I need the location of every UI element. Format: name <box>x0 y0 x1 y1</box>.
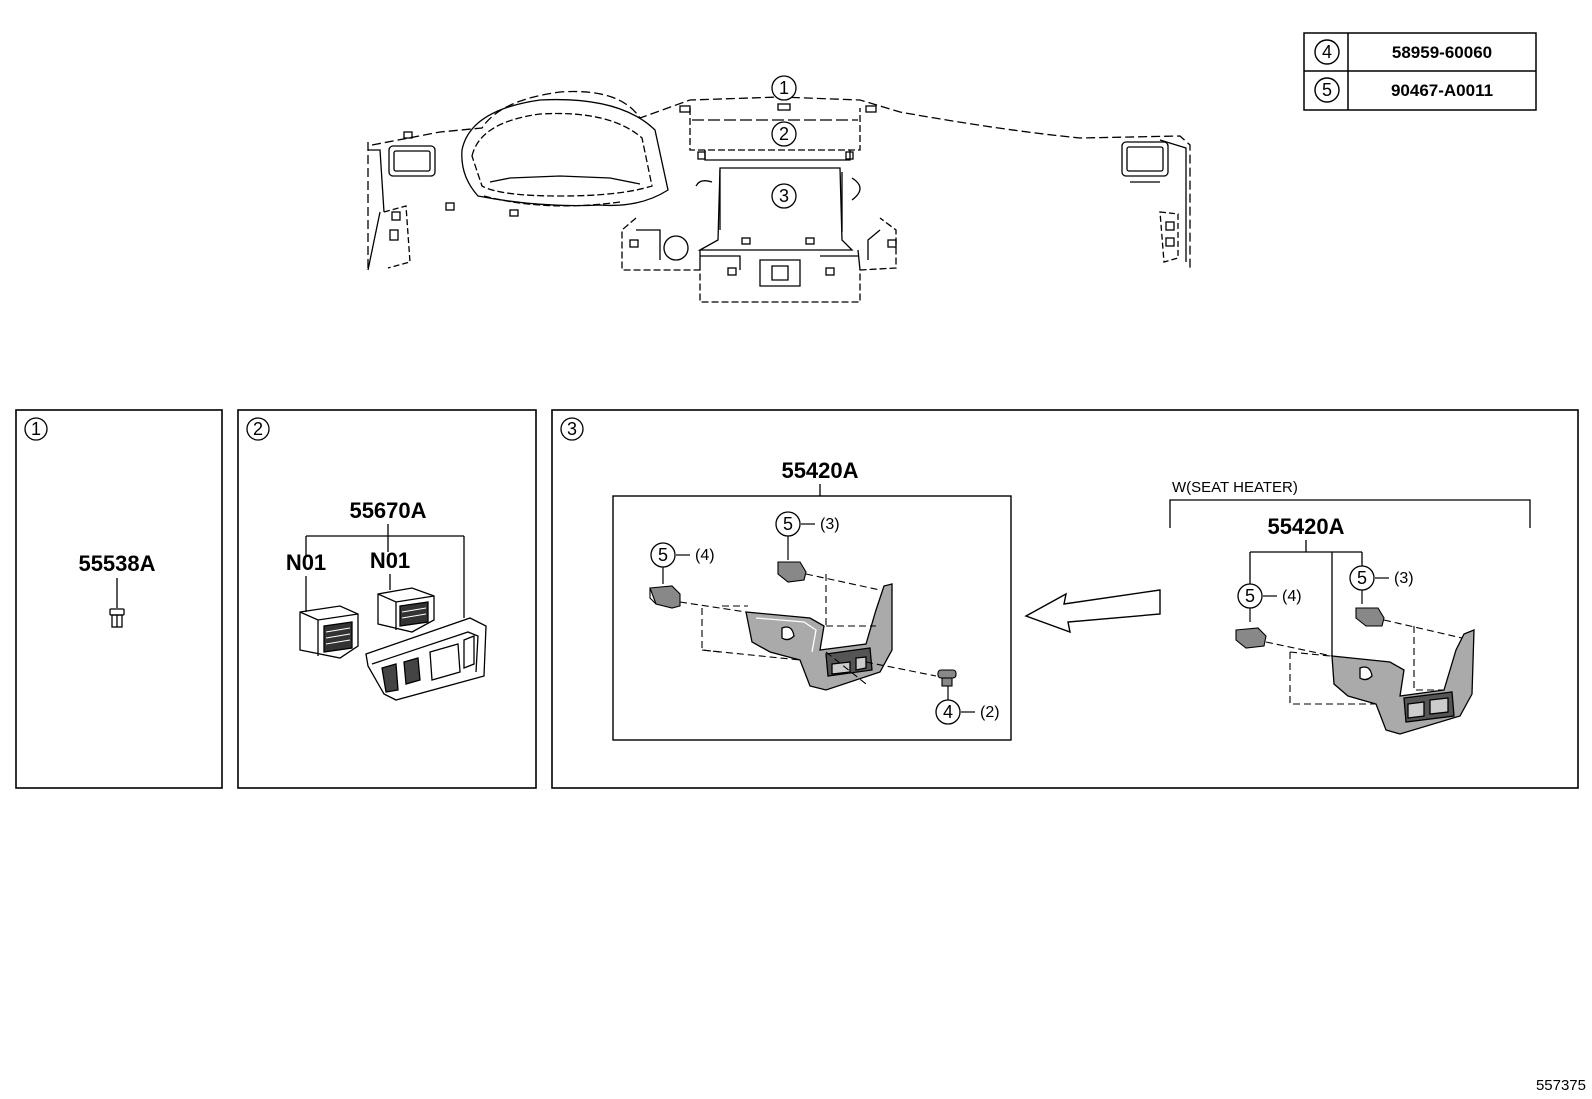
panel-3-ref-circle <box>560 417 584 441</box>
panel-1: 1 55538A <box>15 409 223 789</box>
illustration-id: 557375 <box>1536 1077 1586 1094</box>
variant-bracket <box>1169 499 1531 528</box>
panel-3: 3 55420A 5 (4) 5 (3) 4 (2) <box>551 409 1579 789</box>
legend-part-5[interactable]: 90467-A0011 <box>1391 81 1493 100</box>
part-label-55420A-variant[interactable]: 55420A <box>1267 514 1344 539</box>
part-label-N01-right[interactable]: N01 <box>370 548 410 573</box>
part-label-55420A-box[interactable]: 55420A <box>781 458 858 483</box>
overview-callouts: 1 2 3 <box>771 75 797 209</box>
svg-text:3: 3 <box>779 186 789 206</box>
ref-circle-4 <box>1314 39 1340 65</box>
panel-1-ref-circle <box>24 417 48 441</box>
legend-row-4: 4 58959-60060 <box>1314 39 1492 65</box>
variant-assembly-lines <box>1265 619 1463 705</box>
panel-2: 2 55670A N01 N01 <box>237 409 537 789</box>
clip-icon-box-a <box>649 585 681 609</box>
part-label-55538A[interactable]: 55538A <box>78 551 155 576</box>
part-label-N01-left[interactable]: N01 <box>286 550 326 575</box>
center-panel-part <box>745 583 893 691</box>
part-label-55670A[interactable]: 55670A <box>349 498 426 523</box>
overview-callout-3[interactable]: 3 <box>771 183 797 209</box>
svg-text:(4): (4) <box>695 547 715 564</box>
svg-text:5: 5 <box>1245 586 1255 606</box>
box-callout-clip-3[interactable]: 5 (3) <box>775 511 840 537</box>
box-callout-screw-2[interactable]: 4 (2) <box>935 699 1000 725</box>
box-assembly-lines <box>679 573 937 685</box>
clip-icon-variant-b <box>1355 607 1385 627</box>
box-callout-clip-4[interactable]: 5 (4) <box>650 542 715 568</box>
svg-text:5: 5 <box>658 545 668 565</box>
svg-text:(2): (2) <box>980 704 1000 721</box>
clip-icon-variant-a <box>1235 627 1267 649</box>
svg-text:(3): (3) <box>820 516 840 533</box>
legend-ref-4: 4 <box>1322 42 1332 62</box>
variant-callout-clip-4[interactable]: 5 (4) <box>1237 583 1302 609</box>
overview-callout-2[interactable]: 2 <box>771 121 797 147</box>
panel-2-ref: 2 <box>253 419 263 439</box>
variant-label-seat-heater: W(SEAT HEATER) <box>1172 479 1298 496</box>
svg-text:(4): (4) <box>1282 588 1302 605</box>
center-panel-variant-part <box>1331 629 1475 735</box>
panel-3-ref: 3 <box>567 419 577 439</box>
screw-icon-box <box>937 669 957 687</box>
svg-text:5: 5 <box>783 514 793 534</box>
svg-text:1: 1 <box>779 78 789 98</box>
vent-unit-left <box>299 605 359 659</box>
panel-2-ref-circle <box>246 417 270 441</box>
svg-text:5: 5 <box>1357 568 1367 588</box>
svg-text:2: 2 <box>779 124 789 144</box>
assembly-box <box>612 495 1012 741</box>
svg-text:4: 4 <box>943 702 953 722</box>
overview-callout-1[interactable]: 1 <box>771 75 797 101</box>
legend-part-4[interactable]: 58959-60060 <box>1392 43 1492 62</box>
dashboard-overview <box>367 90 1191 303</box>
variant-arrow-icon <box>1024 589 1161 634</box>
ref-circle-5 <box>1314 77 1340 103</box>
panel-1-ref: 1 <box>31 419 41 439</box>
vent-unit-right <box>377 587 435 633</box>
clip-part-icon <box>109 608 125 628</box>
legend-row-5: 5 90467-A0011 <box>1314 77 1493 103</box>
variant-callout-clip-3[interactable]: 5 (3) <box>1349 565 1414 591</box>
svg-text:(3): (3) <box>1394 570 1414 587</box>
clip-icon-box-b <box>777 561 807 583</box>
legend-ref-5: 5 <box>1322 80 1332 100</box>
legend-table: 4 58959-60060 5 90467-A0011 <box>1303 32 1537 111</box>
vent-bezel <box>365 617 487 701</box>
